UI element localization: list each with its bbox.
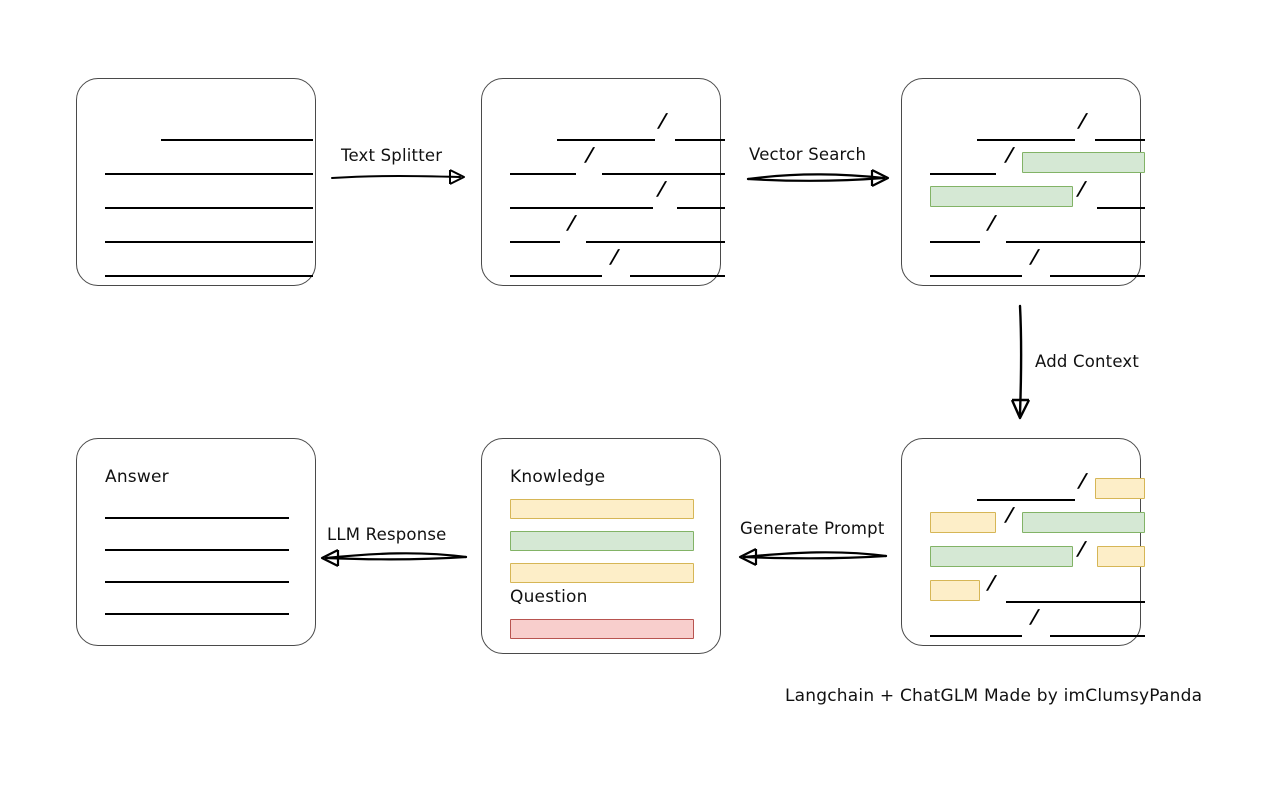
highlight-chip-yellow	[1095, 478, 1145, 499]
footer-credit: Langchain + ChatGLM Made by imClumsyPand…	[785, 686, 1203, 706]
document-row: /	[902, 538, 1145, 569]
arrow-llm-response	[320, 549, 468, 567]
chunk-separator-slash: /	[585, 144, 594, 166]
chunk-separator-slash: /	[1078, 470, 1087, 492]
arrow-add-context	[1010, 304, 1031, 420]
knowledge-label: Knowledge	[510, 467, 606, 487]
highlight-chip-green	[930, 186, 1073, 207]
node-answer[interactable]: Answer	[76, 438, 316, 646]
edge-label-text-splitter: Text Splitter	[341, 146, 443, 165]
answer-text-line	[105, 613, 289, 615]
arrow-generate-prompt	[738, 548, 888, 566]
document-row	[77, 161, 315, 175]
text-line-segment	[105, 263, 313, 277]
text-line-segment	[677, 195, 725, 209]
node-split-chunks[interactable]: / / / / /	[481, 78, 725, 286]
answer-text-line	[105, 581, 289, 583]
chunk-separator-slash: /	[1030, 606, 1039, 628]
chunk-separator-slash: /	[987, 572, 996, 594]
highlight-chip-yellow	[930, 580, 980, 601]
document-row: /	[482, 144, 725, 175]
arrow-vector-search	[746, 169, 890, 187]
edge-label-vector-search: Vector Search	[749, 145, 867, 164]
chunk-separator-slash: /	[567, 212, 576, 234]
edge-label-generate-prompt: Generate Prompt	[740, 519, 885, 538]
chunk-separator-slash: /	[657, 178, 666, 200]
highlight-chip-green	[1022, 512, 1145, 533]
document-row: /	[902, 246, 1145, 277]
chunk-separator-slash: /	[1078, 110, 1087, 132]
chunk-separator-slash: /	[987, 212, 996, 234]
text-line-segment	[602, 161, 725, 175]
text-line-segment	[977, 127, 1075, 141]
chunk-separator-slash: /	[1077, 178, 1086, 200]
text-line-segment	[105, 161, 313, 175]
document-row: /	[482, 110, 725, 141]
document-row: /	[902, 178, 1145, 209]
document-row: /	[902, 470, 1145, 501]
answer-text-line	[105, 517, 289, 519]
document-row	[77, 263, 315, 277]
document-row: /	[482, 178, 725, 209]
chunk-separator-slash: /	[1077, 538, 1086, 560]
document-row: /	[902, 110, 1145, 141]
text-line-segment	[930, 229, 980, 243]
text-line-segment	[105, 195, 313, 209]
highlight-chip-green	[930, 546, 1073, 567]
document-row: /	[482, 246, 725, 277]
highlight-chip-green	[1022, 152, 1145, 173]
text-line-segment	[161, 127, 313, 141]
text-line-segment	[1050, 263, 1145, 277]
question-label: Question	[510, 587, 588, 607]
answer-text-line	[105, 549, 289, 551]
document-row: /	[482, 212, 725, 243]
chunk-separator-slash: /	[1030, 246, 1039, 268]
text-line-segment	[510, 161, 576, 175]
text-line-segment	[510, 229, 560, 243]
text-line-segment	[1095, 127, 1145, 141]
text-line-segment	[1050, 623, 1145, 637]
document-row: /	[902, 504, 1145, 535]
text-line-segment	[510, 195, 653, 209]
text-line-segment	[1097, 195, 1145, 209]
text-line-segment	[675, 127, 725, 141]
node-context-augmented-chunks[interactable]: / / / / /	[901, 438, 1145, 646]
answer-label: Answer	[105, 467, 169, 487]
document-row: /	[902, 572, 1145, 603]
edge-label-add-context: Add Context	[1035, 352, 1140, 371]
text-line-segment	[586, 229, 725, 243]
question-bar-red	[510, 619, 694, 639]
document-row: /	[902, 144, 1145, 175]
text-line-segment	[630, 263, 725, 277]
text-line-segment	[1006, 589, 1145, 603]
knowledge-bar-yellow	[510, 499, 694, 519]
node-source-document[interactable]	[76, 78, 316, 286]
text-line-segment	[105, 229, 313, 243]
node-retrieved-chunks[interactable]: / / / / /	[901, 78, 1145, 286]
knowledge-bar-yellow	[510, 563, 694, 583]
document-row	[77, 127, 315, 141]
highlight-chip-yellow	[930, 512, 996, 533]
text-line-segment	[930, 161, 996, 175]
text-line-segment	[930, 263, 1022, 277]
text-line-segment	[510, 263, 602, 277]
chunk-separator-slash: /	[1005, 144, 1014, 166]
edge-label-llm-response: LLM Response	[327, 525, 447, 544]
document-row	[77, 229, 315, 243]
chunk-separator-slash: /	[610, 246, 619, 268]
knowledge-bar-green	[510, 531, 694, 551]
chunk-separator-slash: /	[658, 110, 667, 132]
text-line-segment	[930, 623, 1022, 637]
text-line-segment	[977, 487, 1075, 501]
arrow-text-splitter	[331, 169, 465, 185]
text-line-segment	[1006, 229, 1145, 243]
highlight-chip-yellow	[1097, 546, 1145, 567]
document-row	[77, 195, 315, 209]
document-row: /	[902, 606, 1145, 637]
text-line-segment	[557, 127, 655, 141]
chunk-separator-slash: /	[1005, 504, 1014, 526]
document-row: /	[902, 212, 1145, 243]
